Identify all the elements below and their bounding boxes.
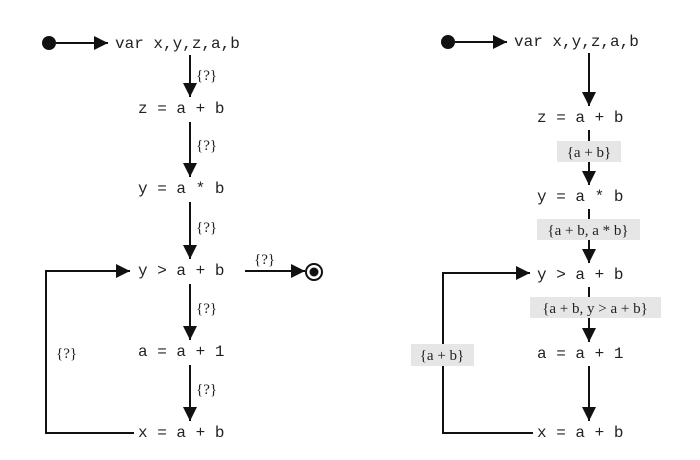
left-exit-label: {?} [254,252,275,268]
left-entry-node [42,36,56,50]
right-stmt-y-assign: y = a * b [537,188,623,206]
left-edge-label-4: {?} [196,301,217,317]
right-edge-label-3: {a + b, y > a + b} [542,301,648,317]
left-stmt-declaration: var x,y,z,a,b [115,35,240,53]
right-stmt-condition: y > a + b [537,266,623,284]
right-edge-label-1-background [557,141,621,162]
left-stmt-z-assign: z = a + b [138,100,224,118]
left-edge-label-2: {?} [196,138,217,154]
right-loop-label-background [411,344,474,366]
left-back-edge [45,264,134,434]
right-stmt-declaration: var x,y,z,a,b [514,33,639,51]
left-edge-label-1: {?} [196,68,217,84]
right-edge-label-1: {a + b} [567,145,612,161]
right-entry-node [441,35,455,49]
left-stmt-y-assign: y = a * b [138,180,224,198]
left-flowchart: var x,y,z,a,b z = a + b y = a * b y > a … [42,35,323,442]
left-exit-node-core [309,267,319,277]
right-stmt-x-assign: x = a + b [537,424,623,442]
right-loop-label: {a + b} [420,348,465,364]
left-edge-label-5: {?} [196,382,217,398]
left-stmt-x-assign: x = a + b [138,424,224,442]
left-edge-label-3: {?} [196,220,217,236]
right-edge-label-2: {a + b, a * b} [547,223,628,239]
left-stmt-a-increment: a = a + 1 [138,343,224,361]
right-flowchart: var x,y,z,a,b z = a + b y = a * b y > a … [411,33,661,442]
right-edge-label-2-background [537,219,640,240]
left-stmt-condition: y > a + b [138,262,224,280]
right-stmt-z-assign: z = a + b [537,109,623,127]
right-stmt-a-increment: a = a + 1 [537,345,623,363]
left-loop-label: {?} [56,346,77,362]
right-edge-label-3-background [530,297,661,318]
